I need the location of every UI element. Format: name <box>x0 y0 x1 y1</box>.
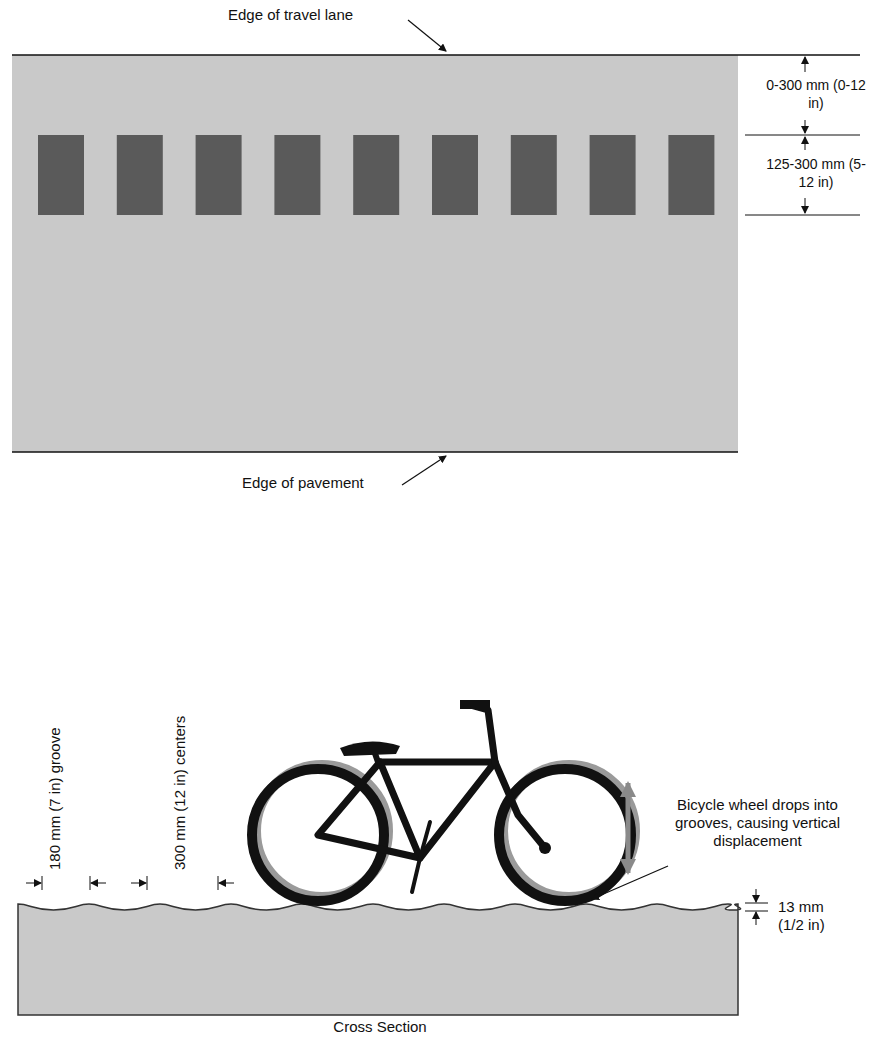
spacing-dimension: 300 mm (12 in) centers <box>171 716 189 870</box>
section-caption: Cross Section <box>300 1018 460 1036</box>
pavement-edge-label: Edge of pavement <box>242 474 402 492</box>
depth-dimension: 13 mm (1/2 in) <box>778 898 848 934</box>
pavement-section <box>18 904 741 1015</box>
displacement-note: Bicycle wheel drops into grooves, causin… <box>650 796 865 850</box>
lane-edge-label: Edge of travel lane <box>228 6 408 24</box>
offset-dimension: 0-300 mm (0-12 in) <box>760 76 872 112</box>
bicycle <box>252 700 635 901</box>
shoulder-band <box>12 55 738 452</box>
width-dimension: 125-300 mm (5-12 in) <box>760 155 872 191</box>
rumble-strips <box>38 135 714 215</box>
groove-dimension: 180 mm (7 in) groove <box>46 727 64 870</box>
